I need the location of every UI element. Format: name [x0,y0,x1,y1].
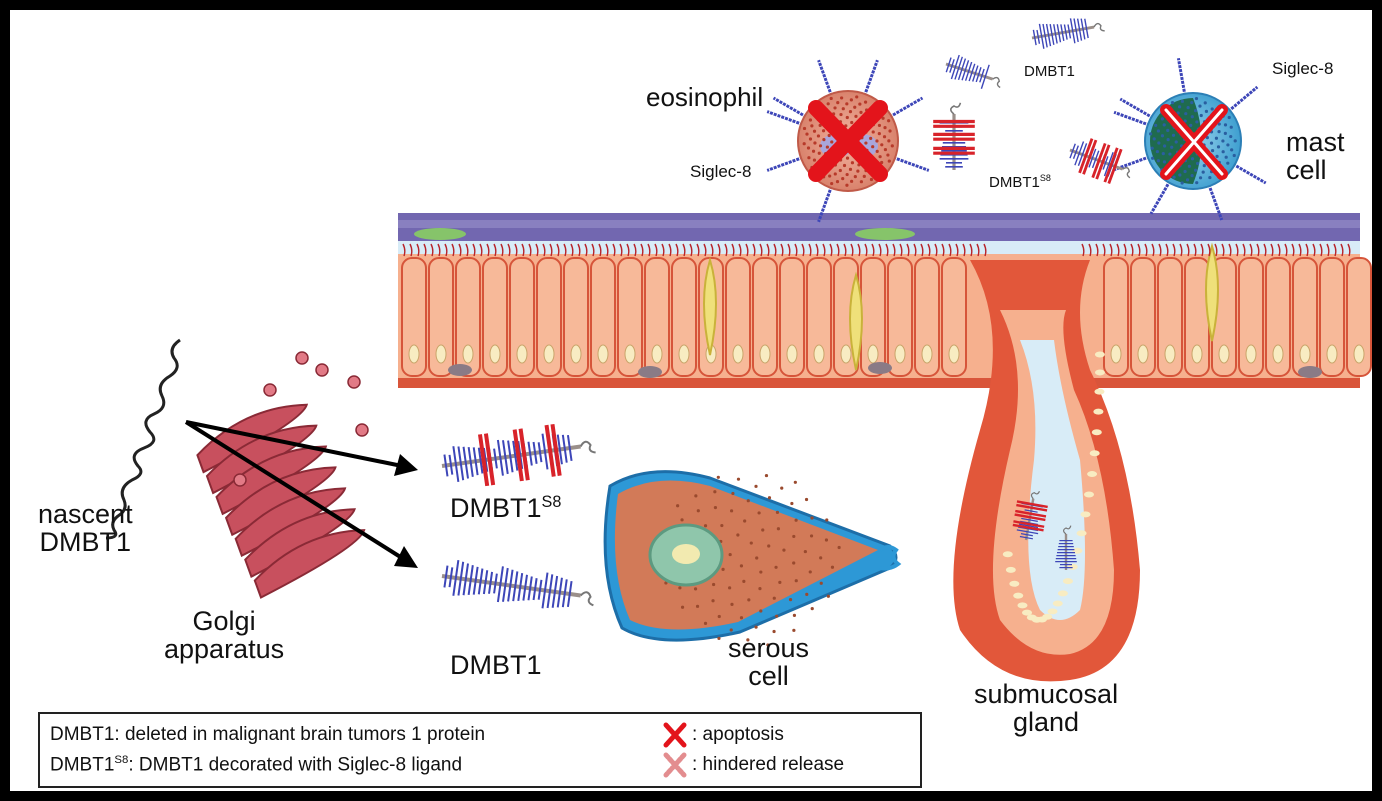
gland-line1: submucosal [974,680,1118,708]
dmbt1s8-base: DMBT1 [450,493,542,523]
serous-line1: serous [728,634,809,662]
golgi-apparatus-drawing [191,352,373,597]
eosinophil-label: eosinophil [646,84,763,111]
nascent-dmbt1-label: nascent DMBT1 [38,500,133,557]
dmbt1-top-label: DMBT1 [1024,64,1075,80]
serous-line2: cell [728,662,809,690]
legend-line2-sup: S8 [114,754,128,766]
legend-line2-base: DMBT1 [50,754,114,775]
mast-cell-label: mast cell [1286,128,1345,185]
golgi-line2: apparatus [164,635,284,663]
siglec8-left-label: Siglec-8 [690,163,751,181]
mast-line2: cell [1286,156,1345,184]
dmbt1s8-label: DMBT1S8 [450,494,561,522]
eosinophil-cell [767,60,929,222]
serous-cell-label: serous cell [728,634,809,691]
diagram-artwork [10,10,1372,791]
hindered-release-icon [662,752,688,778]
mast-line1: mast [1286,128,1345,156]
dmbt1s8-top-base: DMBT1 [989,174,1040,191]
figure-frame: eosinophil Siglec-8 DMBT1 Siglec-8 DMBT1… [10,10,1372,791]
golgi-line1: Golgi [164,607,284,635]
dmbt1s8-sup: S8 [542,493,562,511]
dmbt1s8-top-sup: S8 [1040,173,1051,183]
nascent-line2: DMBT1 [38,528,133,556]
legend-apoptosis: : apoptosis [692,724,784,746]
serous-cell-drawing [605,472,898,647]
legend-line2-rest: : DMBT1 decorated with Siglec-8 ligand [128,754,462,775]
legend-box: DMBT1: deleted in malignant brain tumors… [38,712,922,788]
submucosal-gland-label: submucosal gland [974,680,1118,737]
dmbt1-label: DMBT1 [450,651,542,679]
siglec8-right-label: Siglec-8 [1272,60,1333,78]
mast-cell [1114,58,1266,220]
mucus-layer [398,213,1360,255]
epithelium [398,246,1371,388]
legend-hindered: : hindered release [692,754,844,776]
legend-line1: DMBT1: deleted in malignant brain tumors… [50,724,485,746]
legend-line2: DMBT1S8: DMBT1 decorated with Siglec-8 l… [50,754,462,776]
gland-line2: gland [974,708,1118,736]
golgi-label: Golgi apparatus [164,607,284,664]
nascent-line1: nascent [38,500,133,528]
apoptosis-icon [662,722,688,748]
dmbt1s8-top-label: DMBT1S8 [989,174,1051,191]
